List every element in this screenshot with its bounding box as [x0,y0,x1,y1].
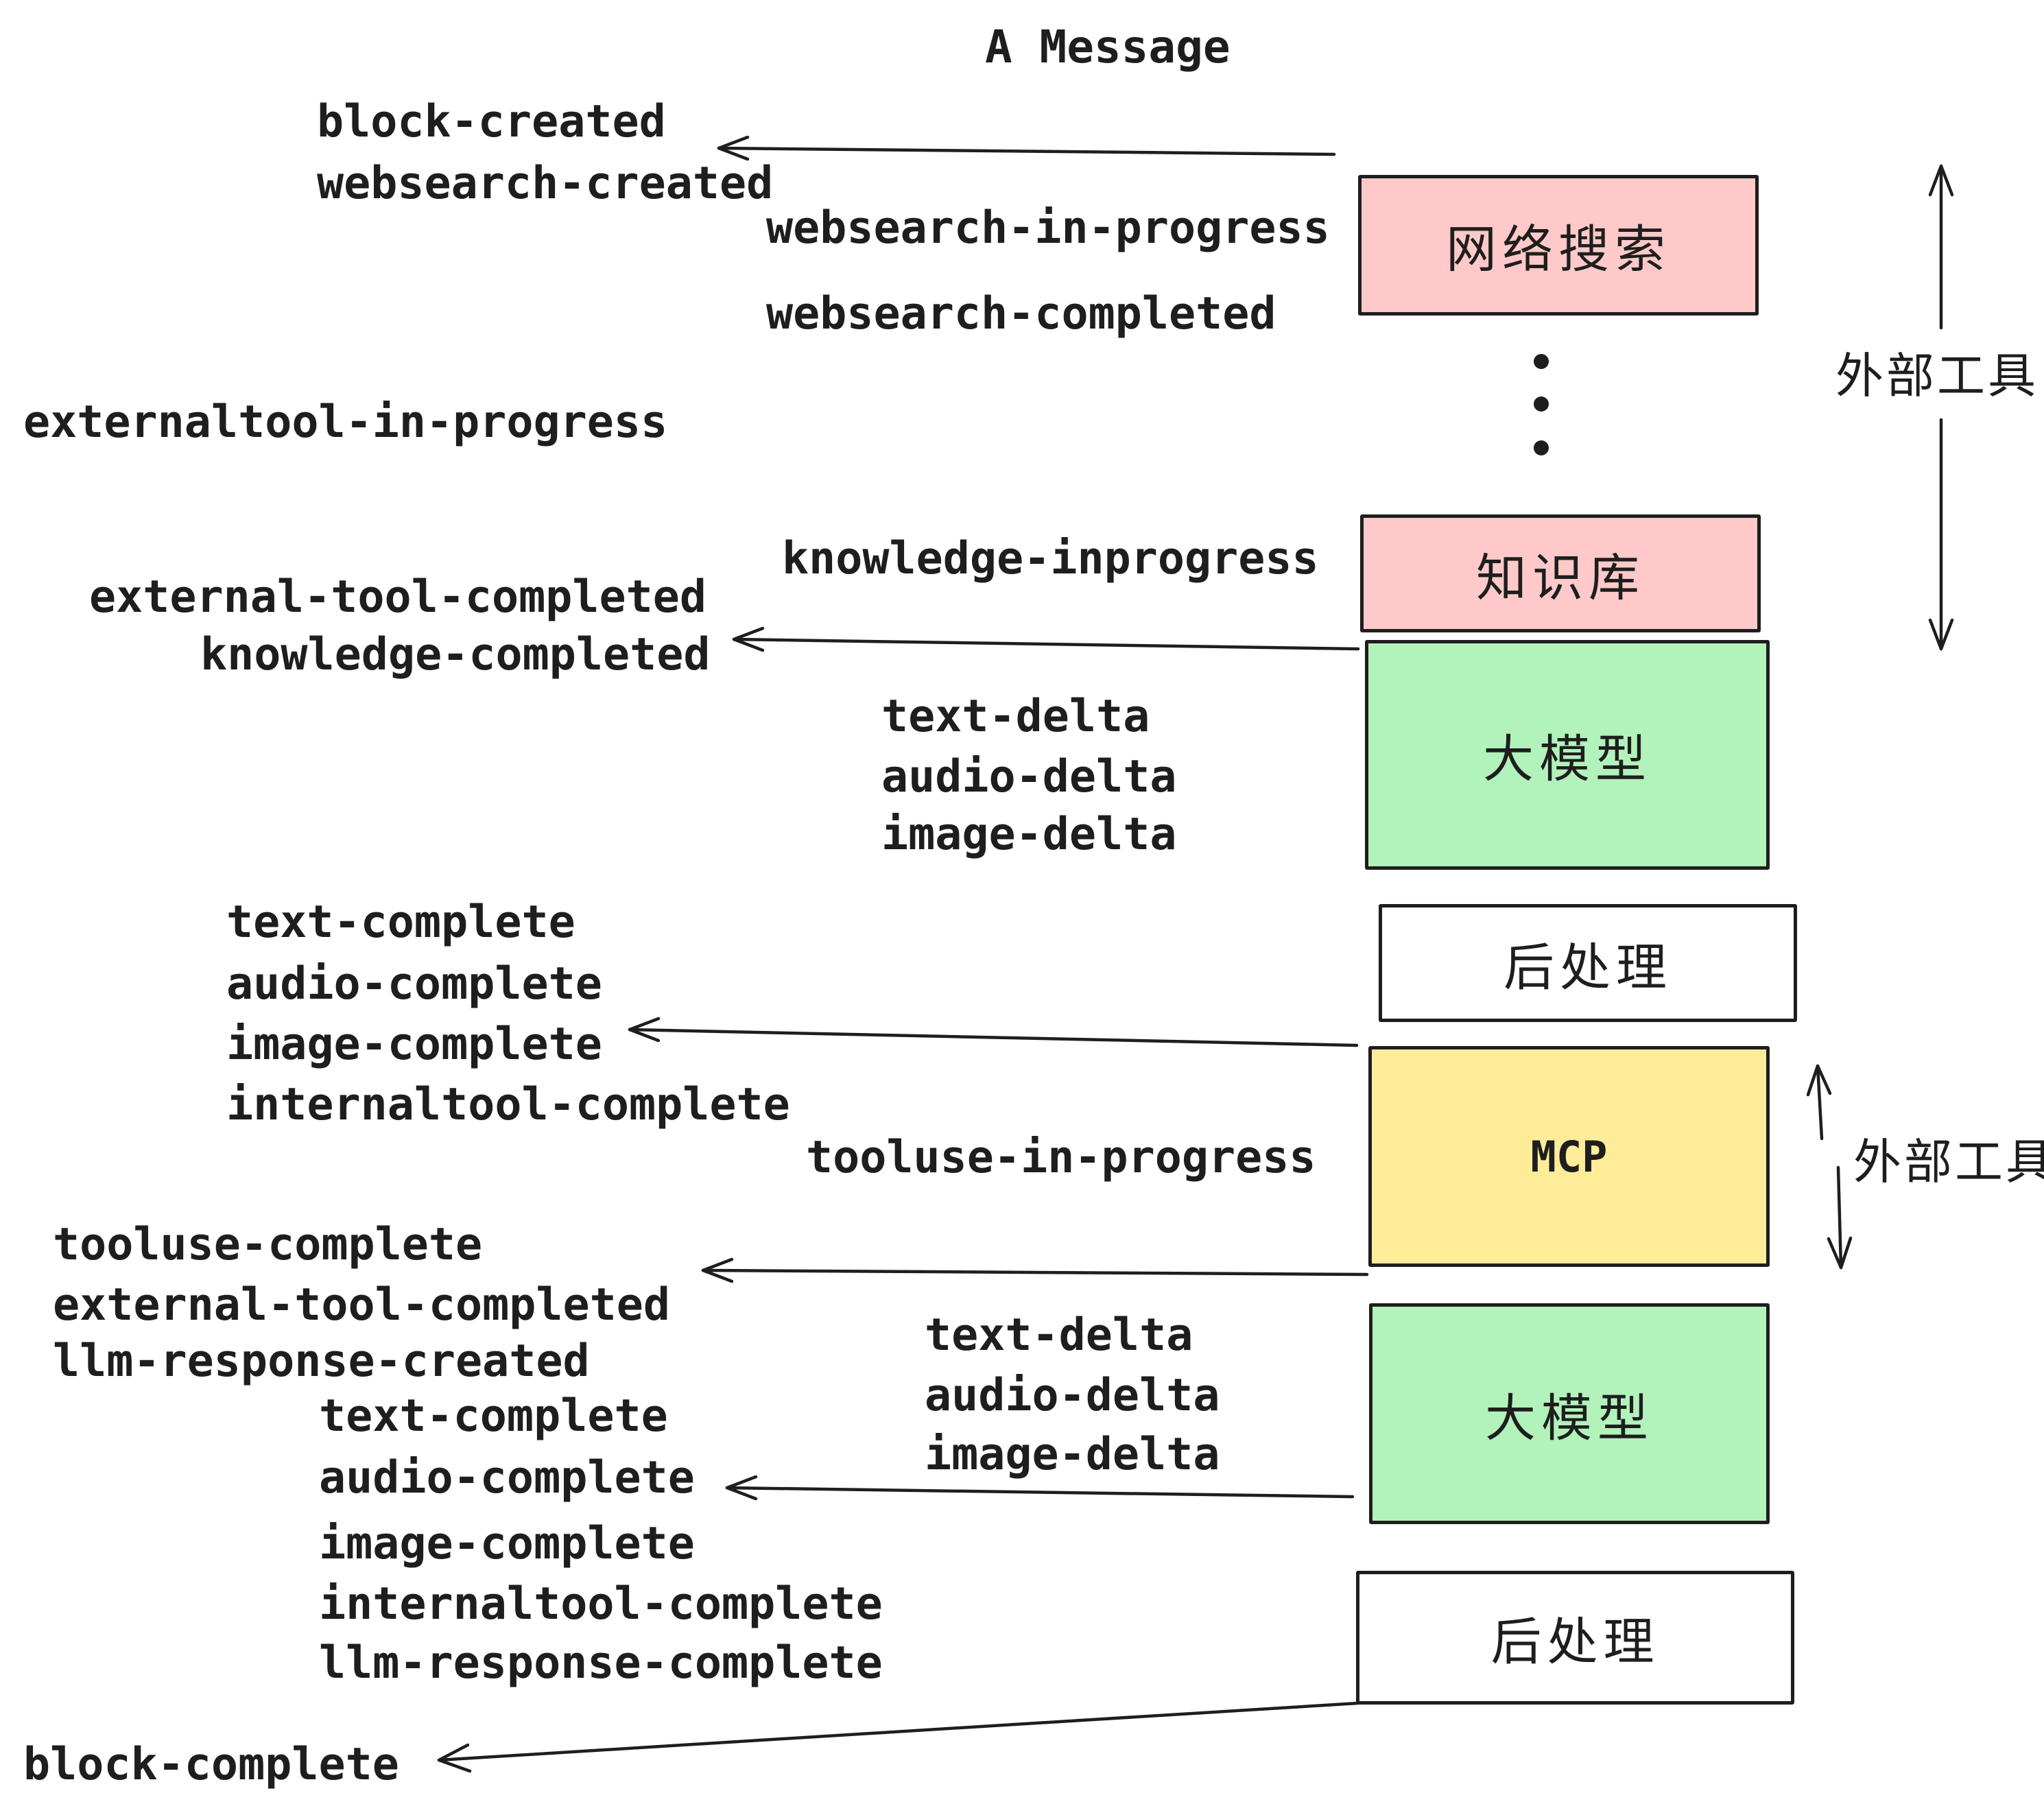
box-llm-1-label: 大模型 [1483,731,1652,787]
event-label-audio-delta-1: audio-delta [881,751,1177,803]
box-llm-2-label: 大模型 [1485,1389,1654,1447]
side-label-external-tools-mid: 外部工具 [1853,1135,2044,1189]
event-label-knowledge-completed: knowledge-completed [200,629,711,680]
event-label-text-complete-1: text-complete [226,897,575,948]
box-postprocess-1-label: 后处理 [1504,938,1672,996]
box-websearch-label: 网络搜索 [1446,221,1671,278]
box-knowledge: 知识库 [1360,514,1761,632]
box-postprocess-2: 后处理 [1356,1571,1794,1705]
event-label-audio-complete-2: audio-complete [319,1452,695,1504]
event-label-external-tool-completed-2: external-tool-completed [53,1279,671,1331]
box-llm-1: 大模型 [1365,640,1770,870]
arrow-internal-complete [628,1017,1359,1047]
event-label-internaltool-complete-2: internaltool-complete [319,1578,883,1630]
event-label-internaltool-complete-1: internaltool-complete [226,1079,790,1130]
box-mcp-label: MCP [1530,1131,1608,1182]
event-label-block-created: block-created [317,96,666,147]
arrow-knowledge-completed [732,626,1360,652]
event-label-external-tool-completed: external-tool-completed [89,571,707,623]
box-postprocess-2-label: 后处理 [1490,1613,1660,1670]
page-title: A Message [985,21,1231,73]
side-label-external-tools-top: 外部工具 [1835,349,2039,403]
event-label-websearch-in-progress: websearch-in-progress [766,202,1330,254]
event-label-block-complete: block-complete [23,1739,399,1790]
event-label-image-delta-1: image-delta [881,809,1177,860]
box-knowledge-label: 知识库 [1476,549,1645,606]
double-arrow-external-tools-top [1928,164,1954,651]
event-label-image-delta-2: image-delta [925,1429,1220,1480]
event-label-websearch-created: websearch-created [317,158,774,209]
event-label-llm-response-created: llm-response-created [53,1336,590,1387]
event-label-tooluse-complete: tooluse-complete [53,1219,483,1270]
box-websearch: 网络搜索 [1358,175,1759,316]
box-llm-2: 大模型 [1369,1303,1770,1524]
box-mcp: MCP [1368,1046,1770,1267]
event-label-audio-complete-1: audio-complete [226,958,602,1010]
box-postprocess-1: 后处理 [1379,904,1797,1022]
event-label-text-delta-2: text-delta [925,1309,1193,1361]
event-label-knowledge-inprogress: knowledge-inprogress [782,533,1319,584]
event-label-text-complete-2: text-complete [319,1390,668,1442]
event-label-externaltool-in-progress: externaltool-in-progress [23,396,668,448]
event-label-audio-delta-2: audio-delta [925,1370,1220,1421]
arrow-block-complete [437,1701,1360,1773]
arrow-websearch-to-block-created [717,135,1336,161]
event-label-text-delta-1: text-delta [881,691,1150,742]
ellipsis-icon [1534,354,1549,455]
double-arrow-external-tools-mid [1806,1064,1853,1270]
event-label-image-complete-1: image-complete [226,1019,602,1070]
event-label-websearch-completed: websearch-completed [766,288,1276,340]
event-label-image-complete-2: image-complete [319,1518,695,1569]
event-label-llm-response-complete: llm-response-complete [319,1637,883,1689]
event-label-tooluse-in-progress: tooluse-in-progress [806,1132,1316,1183]
arrow-tooluse-complete [701,1257,1369,1283]
